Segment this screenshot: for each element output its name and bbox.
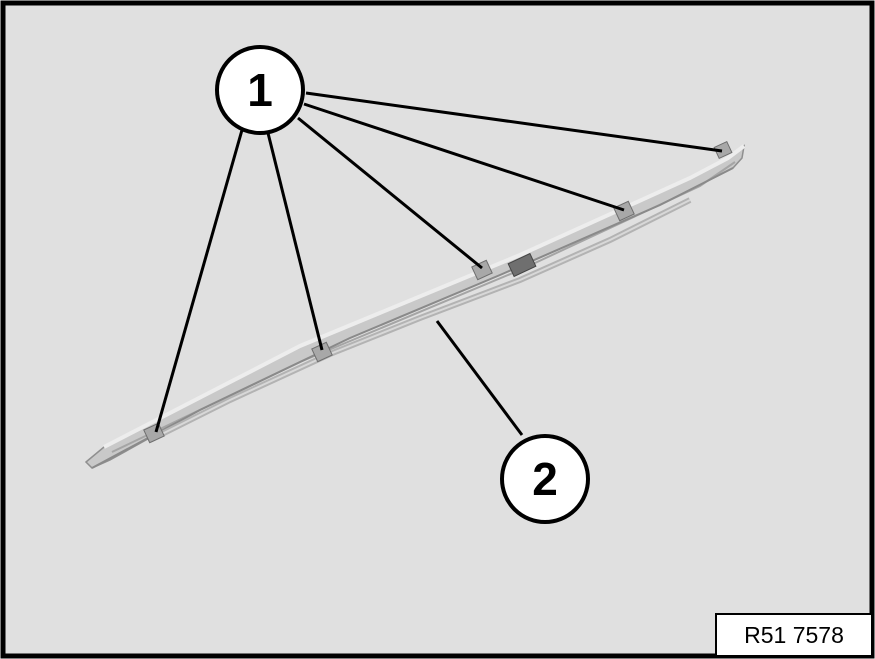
clip-2 [311,341,333,363]
figure-code: R51 7578 [744,622,844,648]
clip-4 [613,200,635,222]
callout-1-leader-lines [154,91,723,433]
callout-1: 1 [215,45,305,135]
callout-2-label: 2 [532,453,558,505]
trim-strip-part [84,140,746,469]
clip-1 [143,422,165,444]
center-bracket [507,252,537,278]
callout-2: 2 [500,434,590,524]
clip-5 [713,140,733,160]
callout-1-label: 1 [247,64,273,116]
figure-code-box: R51 7578 [715,613,873,657]
callout-2-leader-line [435,320,524,436]
